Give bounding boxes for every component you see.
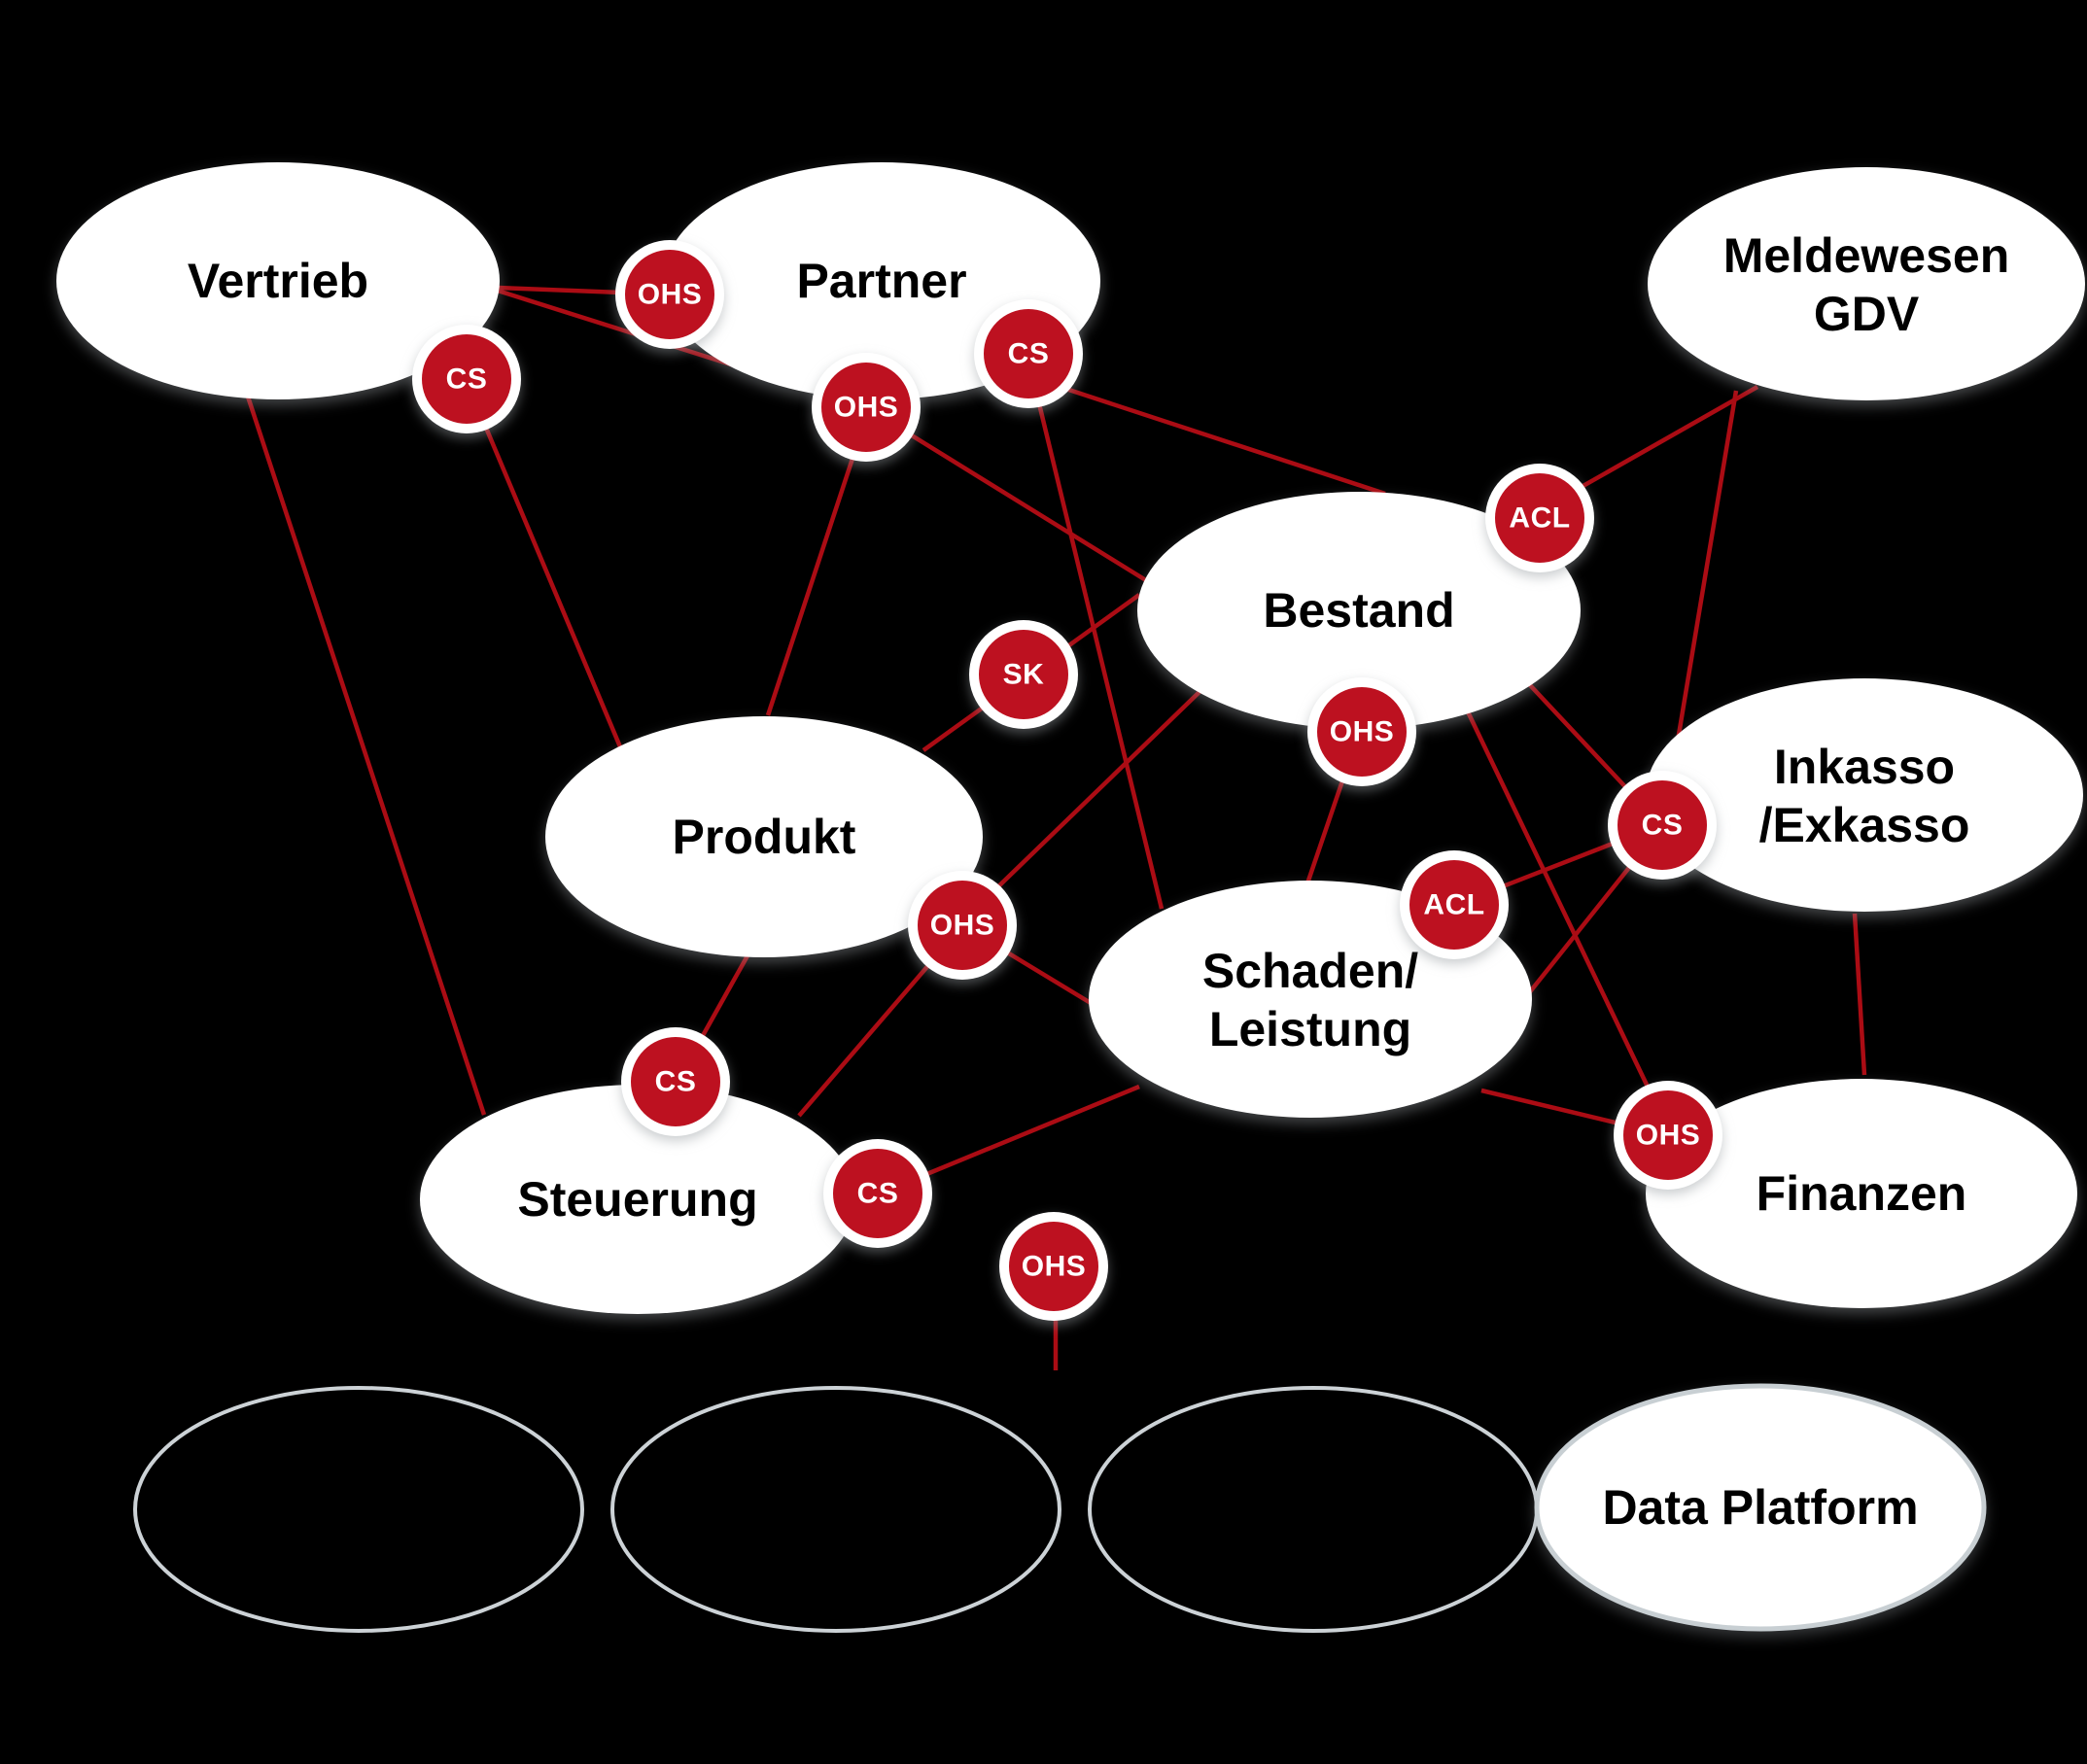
badge-circle (833, 1149, 922, 1238)
edge-partner-schaden-cs (1026, 359, 1165, 910)
badge-acl-bestand[interactable]: ACL (1485, 464, 1594, 572)
node-empty-2[interactable] (610, 1386, 1061, 1633)
edge-produkt-bestand-ohs (960, 686, 1205, 923)
node-label-line: Meldewesen (1723, 228, 2010, 283)
node-label-line: Partner (796, 254, 966, 308)
node-vertrieb[interactable]: Vertrieb (56, 162, 500, 399)
node-ellipse-finanzen[interactable] (1646, 1079, 2077, 1308)
node-label-line: Finanzen (1757, 1166, 1967, 1221)
badge-label: SK (1003, 659, 1045, 691)
edge-inkasso-finanzen (1852, 913, 1867, 1076)
node-ellipse-empty-3[interactable] (1088, 1386, 1539, 1633)
badge-cs-steuerung-right[interactable]: CS (823, 1139, 932, 1248)
badge-cs-partner[interactable]: CS (974, 299, 1083, 408)
edge-ohs-partner-bestand (864, 405, 1151, 584)
node-label-line: Produkt (673, 810, 856, 864)
node-ellipse-data-platform[interactable] (1534, 1383, 1987, 1632)
node-ellipse-vertrieb[interactable] (56, 162, 500, 399)
node-label-line: Data Platform (1602, 1480, 1918, 1535)
node-ellipse-empty-2[interactable] (610, 1386, 1061, 1633)
node-label-line: Steuerung (517, 1172, 757, 1227)
node-label-partner: Partner (796, 254, 966, 308)
badges-layer: OHS CS OHS CS ACL SK OHS CS OHS ACL CS CS OHS OHS (412, 240, 1722, 1321)
edge-partner-bestand-cs (1035, 376, 1386, 497)
badge-label: ACL (1509, 502, 1570, 535)
node-ellipse-inkasso-exkasso[interactable] (1646, 678, 2083, 912)
node-data-platform[interactable]: Data Platform (1534, 1383, 1987, 1632)
node-finanzen[interactable]: Finanzen (1646, 1079, 2077, 1308)
node-label-data-platform: Data Platform (1602, 1480, 1918, 1535)
node-label-schaden-leistung: Schaden/Leistung (1202, 944, 1418, 1056)
node-label-line: /Exkasso (1759, 798, 1970, 852)
node-ellipse-empty-1[interactable] (133, 1386, 584, 1633)
node-steuerung[interactable]: Steuerung (420, 1085, 855, 1314)
badge-ohs-produkt[interactable]: OHS (908, 871, 1017, 980)
badge-cs-vertrieb[interactable]: CS (412, 325, 521, 433)
badge-cs-steuerung-top[interactable]: CS (621, 1027, 730, 1136)
badge-label: OHS (1636, 1120, 1701, 1152)
badge-label: CS (857, 1178, 899, 1210)
badge-circle (984, 309, 1073, 398)
badge-label: CS (1008, 338, 1050, 370)
edge-bestand-finanzen-ohs (1461, 703, 1672, 1132)
node-empty-3[interactable] (1088, 1386, 1539, 1633)
badge-circle (821, 363, 911, 452)
badge-label: CS (1642, 810, 1684, 842)
badge-label: CS (446, 363, 488, 396)
edge-vertrieb-steuerung (245, 396, 487, 1116)
node-label-line: GDV (1814, 287, 1920, 341)
badge-label: OHS (1330, 716, 1395, 748)
badge-circle (1409, 860, 1499, 950)
node-label-line: Schaden/ (1202, 944, 1418, 998)
badge-circle (1495, 473, 1584, 563)
badge-label: ACL (1423, 889, 1484, 921)
badge-circle (422, 334, 511, 424)
badge-label: OHS (1022, 1251, 1087, 1283)
node-label-bestand: Bestand (1263, 583, 1454, 638)
badge-ohs-bestand[interactable]: OHS (1307, 677, 1416, 786)
badge-circle (918, 881, 1007, 970)
badge-acl-schaden[interactable]: ACL (1400, 850, 1509, 959)
node-label-vertrieb: Vertrieb (188, 254, 368, 308)
node-label-line: Bestand (1263, 583, 1454, 638)
node-inkasso-exkasso[interactable]: Inkasso/Exkasso (1646, 678, 2083, 912)
node-label-inkasso-exkasso: Inkasso/Exkasso (1759, 740, 1970, 852)
node-ellipse-bestand[interactable] (1137, 492, 1581, 729)
badge-label: OHS (834, 392, 899, 424)
badge-circle (631, 1037, 720, 1126)
badge-ohs-partner[interactable]: OHS (812, 353, 921, 462)
badge-label: CS (655, 1066, 697, 1098)
badge-cs-inkasso[interactable]: CS (1608, 771, 1717, 880)
badge-circle (1617, 780, 1707, 870)
badge-label: OHS (930, 910, 995, 942)
node-label-line: Inkasso (1774, 740, 1955, 794)
node-ellipse-steuerung[interactable] (420, 1085, 855, 1314)
badge-ohs-standalone[interactable]: OHS (999, 1212, 1108, 1321)
node-label-steuerung: Steuerung (517, 1172, 757, 1227)
badge-circle (1623, 1090, 1713, 1180)
node-bestand[interactable]: Bestand (1137, 492, 1581, 729)
badge-label: OHS (638, 279, 703, 311)
node-empty-1[interactable] (133, 1386, 584, 1633)
node-ellipse-meldewesen-gdv[interactable] (1648, 167, 2085, 400)
badge-circle (979, 630, 1068, 719)
badge-ohs-vertrieb-partner[interactable]: OHS (615, 240, 724, 349)
node-label-produkt: Produkt (673, 810, 856, 864)
node-label-line: Leistung (1209, 1002, 1411, 1056)
badge-circle (1009, 1222, 1098, 1311)
badge-circle (1317, 687, 1407, 777)
badge-ohs-finanzen[interactable]: OHS (1614, 1081, 1722, 1190)
node-label-finanzen: Finanzen (1757, 1166, 1967, 1221)
badge-circle (625, 250, 714, 339)
badge-sk-produkt[interactable]: SK (969, 620, 1078, 729)
node-label-line: Vertrieb (188, 254, 368, 308)
node-ellipse-produkt[interactable] (545, 716, 983, 957)
node-produkt[interactable]: Produkt (545, 716, 983, 957)
